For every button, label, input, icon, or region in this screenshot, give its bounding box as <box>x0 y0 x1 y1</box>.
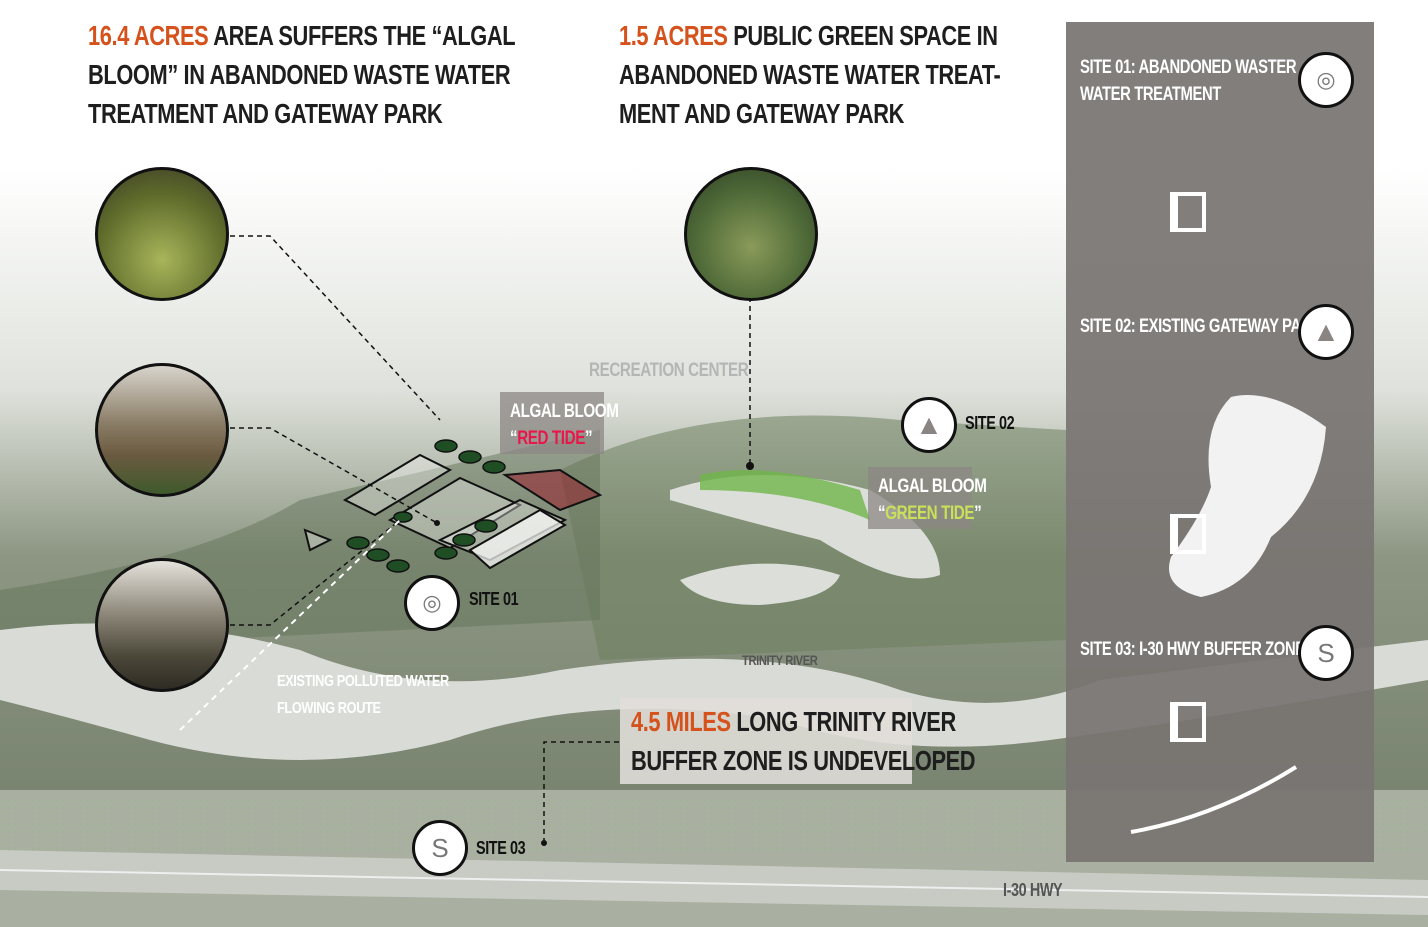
headline-left: 16.4 ACRES AREA SUFFERS THE “ALGAL BLOOM… <box>88 16 525 133</box>
treatment-tank-icon: ◎ <box>1316 67 1336 92</box>
site02-label: SITE 02 <box>965 413 1015 433</box>
red-tide-title: ALGAL BLOOM <box>510 401 619 422</box>
green-tide-title: ALGAL BLOOM <box>878 476 987 497</box>
headline-mid-line: ABANDONED WASTE WATER TREAT- <box>619 59 1001 90</box>
green-tide-text: GREEN TIDE <box>885 503 975 524</box>
green-tide-box: ALGAL BLOOM “GREEN TIDE” <box>868 467 987 529</box>
polluted-route-label: EXISTING POLLUTED WATER FLOWING ROUTE <box>277 668 449 722</box>
site01-marker[interactable]: ◎ <box>404 575 460 631</box>
plan-icon <box>1170 192 1206 232</box>
panel-site01-line: WATER TREATMENT <box>1080 84 1221 105</box>
polluted-route-line: FLOWING ROUTE <box>277 700 381 717</box>
panel-site01-icon: ◎ <box>1298 52 1354 108</box>
headline-mid-highlight: 1.5 ACRES <box>619 20 728 51</box>
red-tide-box: ALGAL BLOOM “RED TIDE” <box>500 392 619 454</box>
headline-left-highlight: 16.4 ACRES <box>88 20 209 51</box>
panel-site03-icon: S <box>1298 625 1354 681</box>
photo-abandoned-structure <box>95 558 229 692</box>
headline-mid-line: MENT AND GATEWAY PARK <box>619 98 905 129</box>
headline-mid-line: PUBLIC GREEN SPACE IN <box>733 20 998 51</box>
recreation-center-label: RECREATION CENTER <box>589 360 749 381</box>
tree-icon: ▲ <box>1312 316 1340 347</box>
headline-bottom-line: BUFFER ZONE IS UNDEVELOPED <box>631 745 976 776</box>
polluted-route-line: EXISTING POLLUTED WATER <box>277 673 449 690</box>
hwy-label: I-30 HWY <box>1003 880 1063 900</box>
red-tide-text: RED TIDE <box>517 428 585 449</box>
tree-icon: ▲ <box>915 409 943 440</box>
photo-treatment-tanks <box>95 363 229 497</box>
site-summary-panel: SITE 01: ABANDONED WASTER WATER TREATMEN… <box>1066 22 1374 862</box>
site02-marker[interactable]: ▲ <box>901 397 957 453</box>
highway-line <box>1130 765 1298 834</box>
plan-icon <box>1170 702 1206 742</box>
bottom-callout-box <box>620 698 912 784</box>
road-icon: S <box>431 832 449 863</box>
panel-site01-title: SITE 01: ABANDONED WASTER WATER TREATMEN… <box>1080 54 1297 108</box>
photo-green-pond <box>684 167 818 301</box>
road-icon: S <box>1317 637 1335 668</box>
panel-site03-title: SITE 03: I-30 HWY BUFFER ZONE <box>1080 639 1305 660</box>
headline-bottom-highlight: 4.5 MILES <box>631 706 731 737</box>
site03-marker[interactable]: S <box>412 820 468 876</box>
green-tide-label: “GREEN TIDE” <box>878 503 982 524</box>
treatment-tank-icon: ◎ <box>422 590 442 615</box>
panel-site02-title: SITE 02: EXISTING GATEWAY PARK <box>1080 316 1322 337</box>
photo-bridge-pond <box>95 167 229 301</box>
site03-label: SITE 03 <box>476 838 526 858</box>
park-shape <box>1169 395 1326 597</box>
trinity-river-label: TRINITY RIVER <box>742 652 818 668</box>
plan-icon <box>1170 514 1206 554</box>
panel-site01-line: SITE 01: ABANDONED WASTER <box>1080 57 1297 78</box>
headline-left-line: BLOOM” IN ABANDONED WASTE WATER <box>88 59 511 90</box>
red-tide-label: “RED TIDE” <box>510 428 593 449</box>
headline-bottom: 4.5 MILES LONG TRINITY RIVER BUFFER ZONE… <box>631 702 1068 780</box>
headline-left-line: TREATMENT AND GATEWAY PARK <box>88 98 443 129</box>
site01-label: SITE 01 <box>469 589 519 609</box>
headline-left-line: AREA SUFFERS THE “ALGAL <box>213 20 516 51</box>
headline-mid: 1.5 ACRES PUBLIC GREEN SPACE IN ABANDONE… <box>619 16 1056 133</box>
panel-site02-icon: ▲ <box>1298 304 1354 360</box>
headline-bottom-line: LONG TRINITY RIVER <box>736 706 956 737</box>
